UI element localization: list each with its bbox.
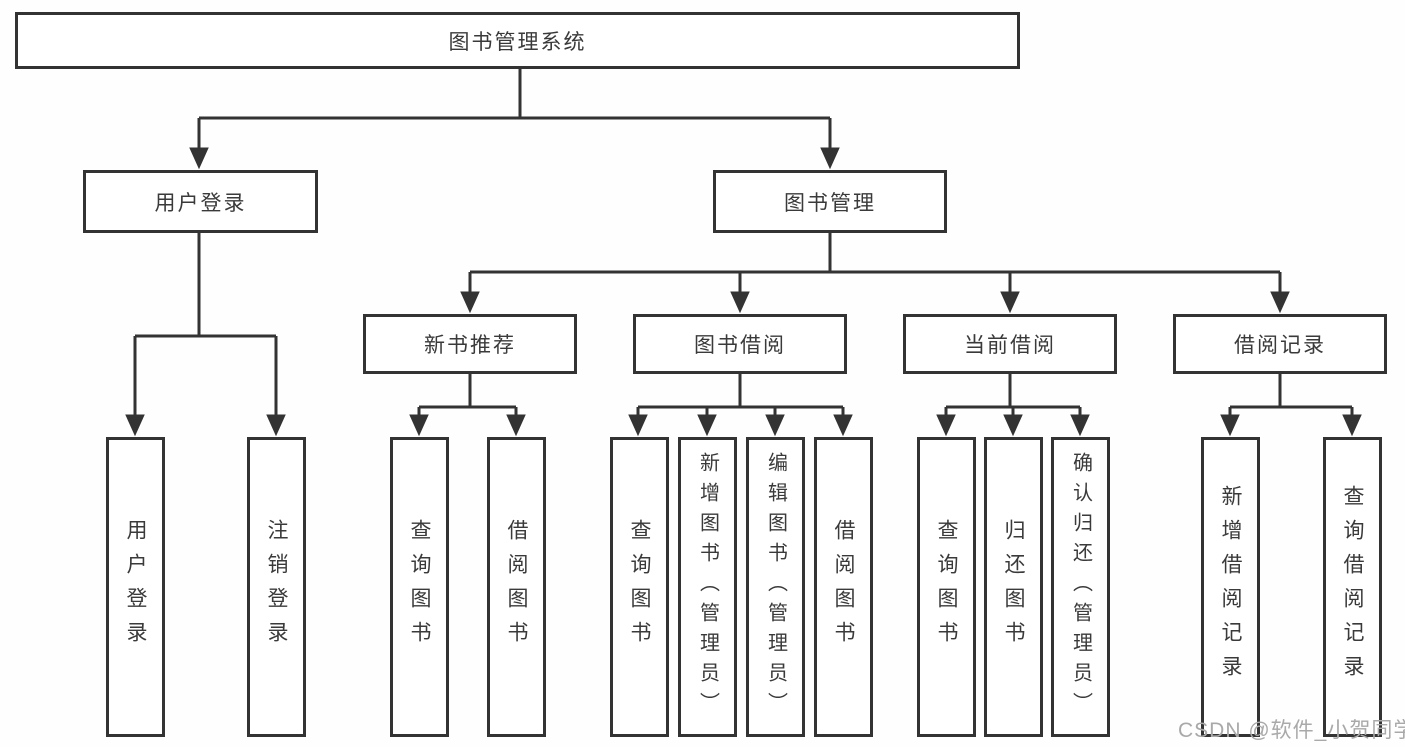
leaf-label: 用户登录 bbox=[124, 519, 147, 655]
leaf-query-book-current: 查询图书 bbox=[917, 437, 976, 737]
leaf-borrow-book-recommend: 借阅图书 bbox=[487, 437, 546, 737]
leaf-label: 借阅图书 bbox=[832, 519, 855, 655]
node-current-borrow: 当前借阅 bbox=[903, 314, 1117, 374]
node-book-management: 图书管理 bbox=[713, 170, 947, 233]
leaf-label: 归还图书 bbox=[1002, 519, 1025, 655]
leaf-label: 编辑图书（管理员） bbox=[764, 452, 787, 722]
leaf-user-login: 用户登录 bbox=[106, 437, 165, 737]
node-borrow-records: 借阅记录 bbox=[1173, 314, 1387, 374]
leaf-label: 确认归还（管理员） bbox=[1069, 452, 1092, 722]
leaf-label: 查询借阅记录 bbox=[1341, 485, 1364, 689]
leaf-add-borrow-record: 新增借阅记录 bbox=[1201, 437, 1260, 737]
leaf-label: 查询图书 bbox=[935, 519, 958, 655]
leaf-logout: 注销登录 bbox=[247, 437, 306, 737]
leaf-label: 查询图书 bbox=[628, 519, 651, 655]
leaf-label: 新增借阅记录 bbox=[1219, 485, 1242, 689]
leaf-confirm-return-admin: 确认归还（管理员） bbox=[1051, 437, 1110, 737]
leaf-query-book-recommend: 查询图书 bbox=[390, 437, 449, 737]
leaf-label: 借阅图书 bbox=[505, 519, 528, 655]
leaf-return-book: 归还图书 bbox=[984, 437, 1043, 737]
node-book-borrow: 图书借阅 bbox=[633, 314, 847, 374]
leaf-add-book-admin: 新增图书（管理员） bbox=[678, 437, 737, 737]
csdn-watermark: CSDN @软件_小贺同学 bbox=[1178, 719, 1405, 742]
leaf-borrow-book: 借阅图书 bbox=[814, 437, 873, 737]
leaf-query-borrow-record: 查询借阅记录 bbox=[1323, 437, 1382, 737]
node-library-management-system: 图书管理系统 bbox=[15, 12, 1020, 69]
leaf-label: 注销登录 bbox=[265, 519, 288, 655]
node-new-book-recommend: 新书推荐 bbox=[363, 314, 577, 374]
leaf-label: 查询图书 bbox=[408, 519, 431, 655]
node-user-login: 用户登录 bbox=[83, 170, 318, 233]
leaf-edit-book-admin: 编辑图书（管理员） bbox=[746, 437, 805, 737]
leaf-query-book-borrow: 查询图书 bbox=[610, 437, 669, 737]
leaf-label: 新增图书（管理员） bbox=[696, 452, 719, 722]
